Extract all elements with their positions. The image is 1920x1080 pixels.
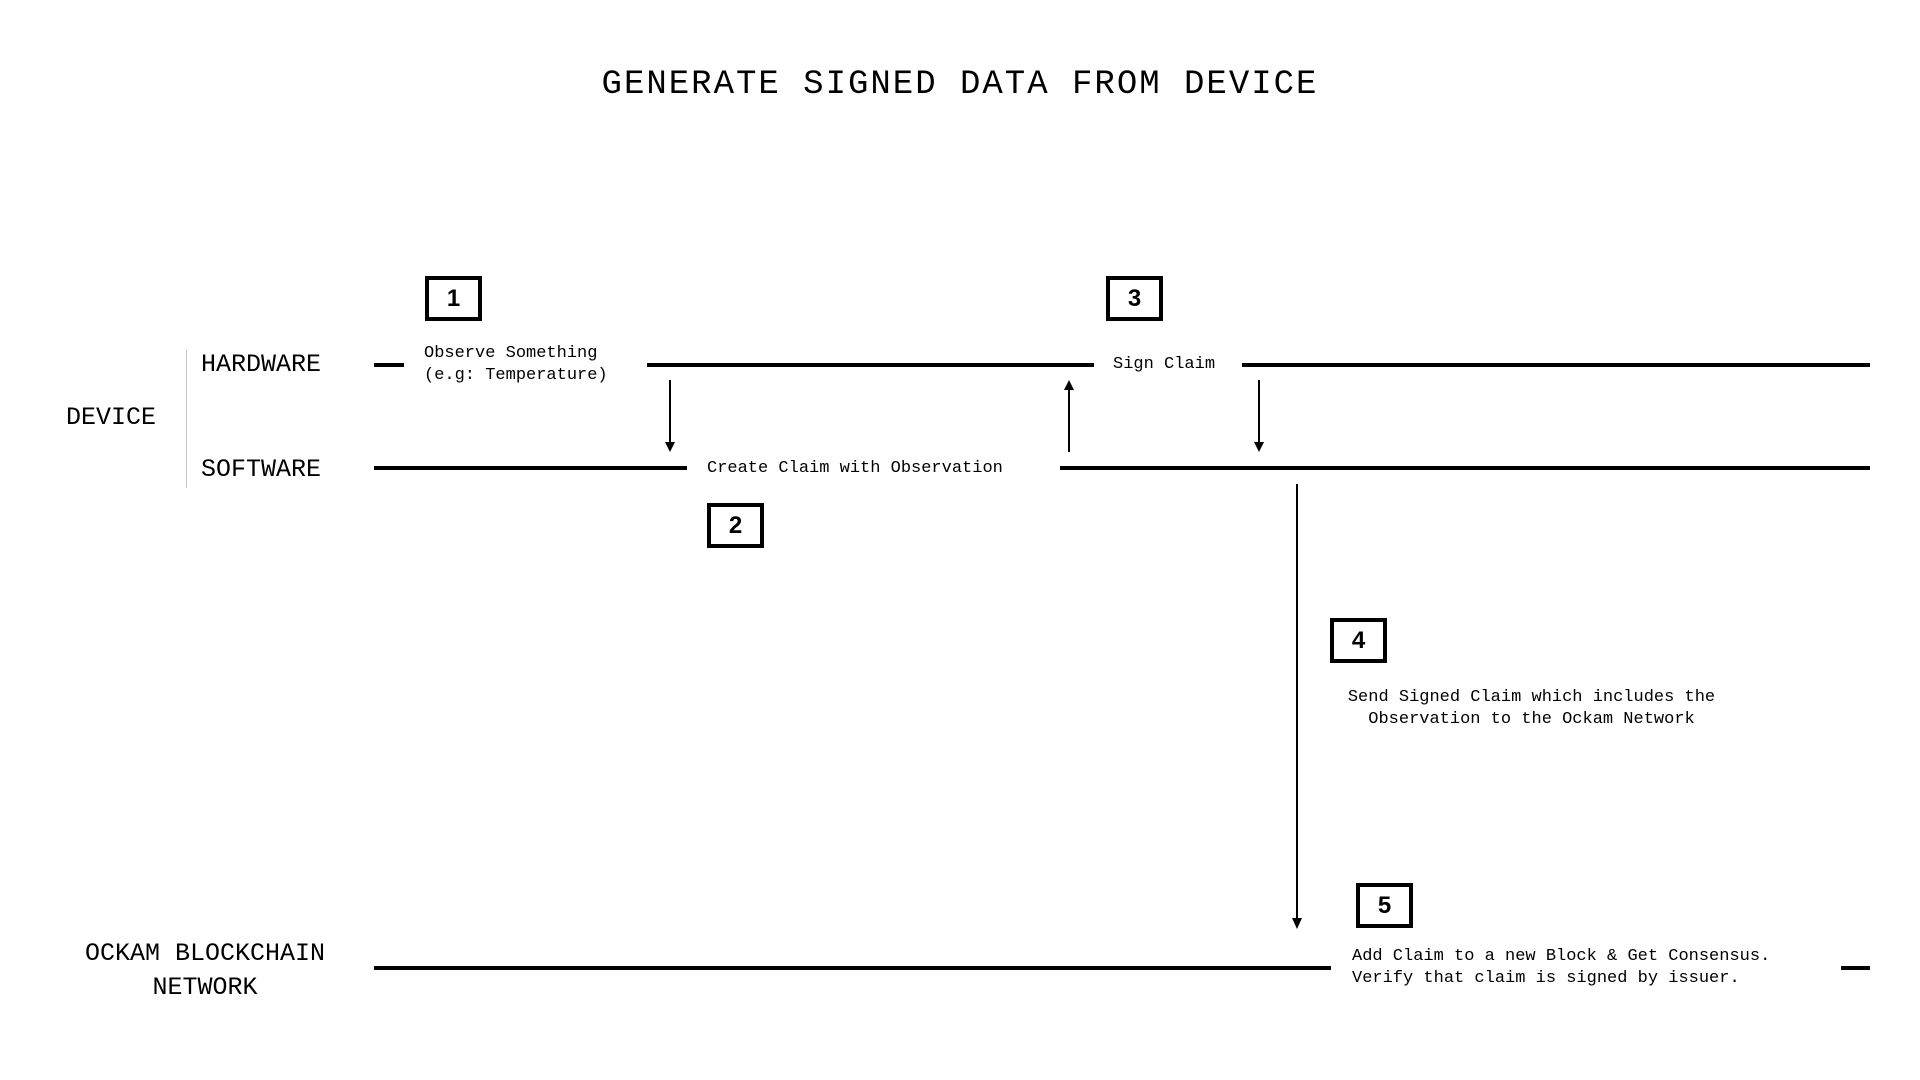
hardware-lane-line-middle (647, 363, 1094, 367)
arrow-hardware-to-software-step1 (665, 380, 675, 452)
step-5-text-line1: Add Claim to a new Block & Get Consensus… (1352, 947, 1771, 966)
step-4-text-line2: Observation to the Ockam Network (1368, 710, 1695, 729)
software-lane-label: SOFTWARE (201, 455, 322, 484)
step-4-text: Send Signed Claim which includes the Obs… (1334, 687, 1729, 731)
network-lane-line-end (1841, 966, 1870, 970)
hardware-lane-label: HARDWARE (201, 350, 322, 379)
step-1-text: Observe Something (e.g: Temperature) (424, 343, 608, 387)
arrow-software-to-hardware-step2 (1064, 380, 1074, 452)
network-lane-label: OCKAM BLOCKCHAIN NETWORK (55, 937, 355, 1005)
arrow-hardware-to-software-step3 (1254, 380, 1264, 452)
step-3-text: Sign Claim (1113, 355, 1216, 374)
device-group-label: DEVICE (66, 403, 157, 432)
network-lane-label-line1: OCKAM BLOCKCHAIN (84, 939, 326, 968)
software-lane-line-start (374, 466, 687, 470)
hardware-lane-line-end (1242, 363, 1870, 367)
step-1-badge: 1 (425, 276, 482, 321)
network-lane-line-start (374, 966, 1331, 970)
step-5-text: Add Claim to a new Block & Get Consensus… (1352, 946, 1770, 990)
step-4-badge: 4 (1330, 618, 1387, 663)
arrow-software-to-network-step4 (1292, 484, 1302, 929)
diagram-title: GENERATE SIGNED DATA FROM DEVICE (601, 66, 1319, 104)
device-group-bracket (186, 350, 187, 488)
step-5-text-line2: Verify that claim is signed by issuer. (1352, 969, 1740, 988)
step-2-text: Create Claim with Observation (707, 459, 1003, 478)
step-1-text-line2: (e.g: Temperature) (424, 366, 608, 385)
step-1-text-line1: Observe Something (424, 344, 598, 363)
step-4-text-line1: Send Signed Claim which includes the (1347, 688, 1716, 707)
hardware-lane-line-start (374, 363, 404, 367)
step-5-badge: 5 (1356, 883, 1413, 928)
network-lane-label-line2: NETWORK (152, 973, 258, 1002)
step-3-badge: 3 (1106, 276, 1163, 321)
step-2-badge: 2 (707, 503, 764, 548)
software-lane-line-end (1060, 466, 1870, 470)
